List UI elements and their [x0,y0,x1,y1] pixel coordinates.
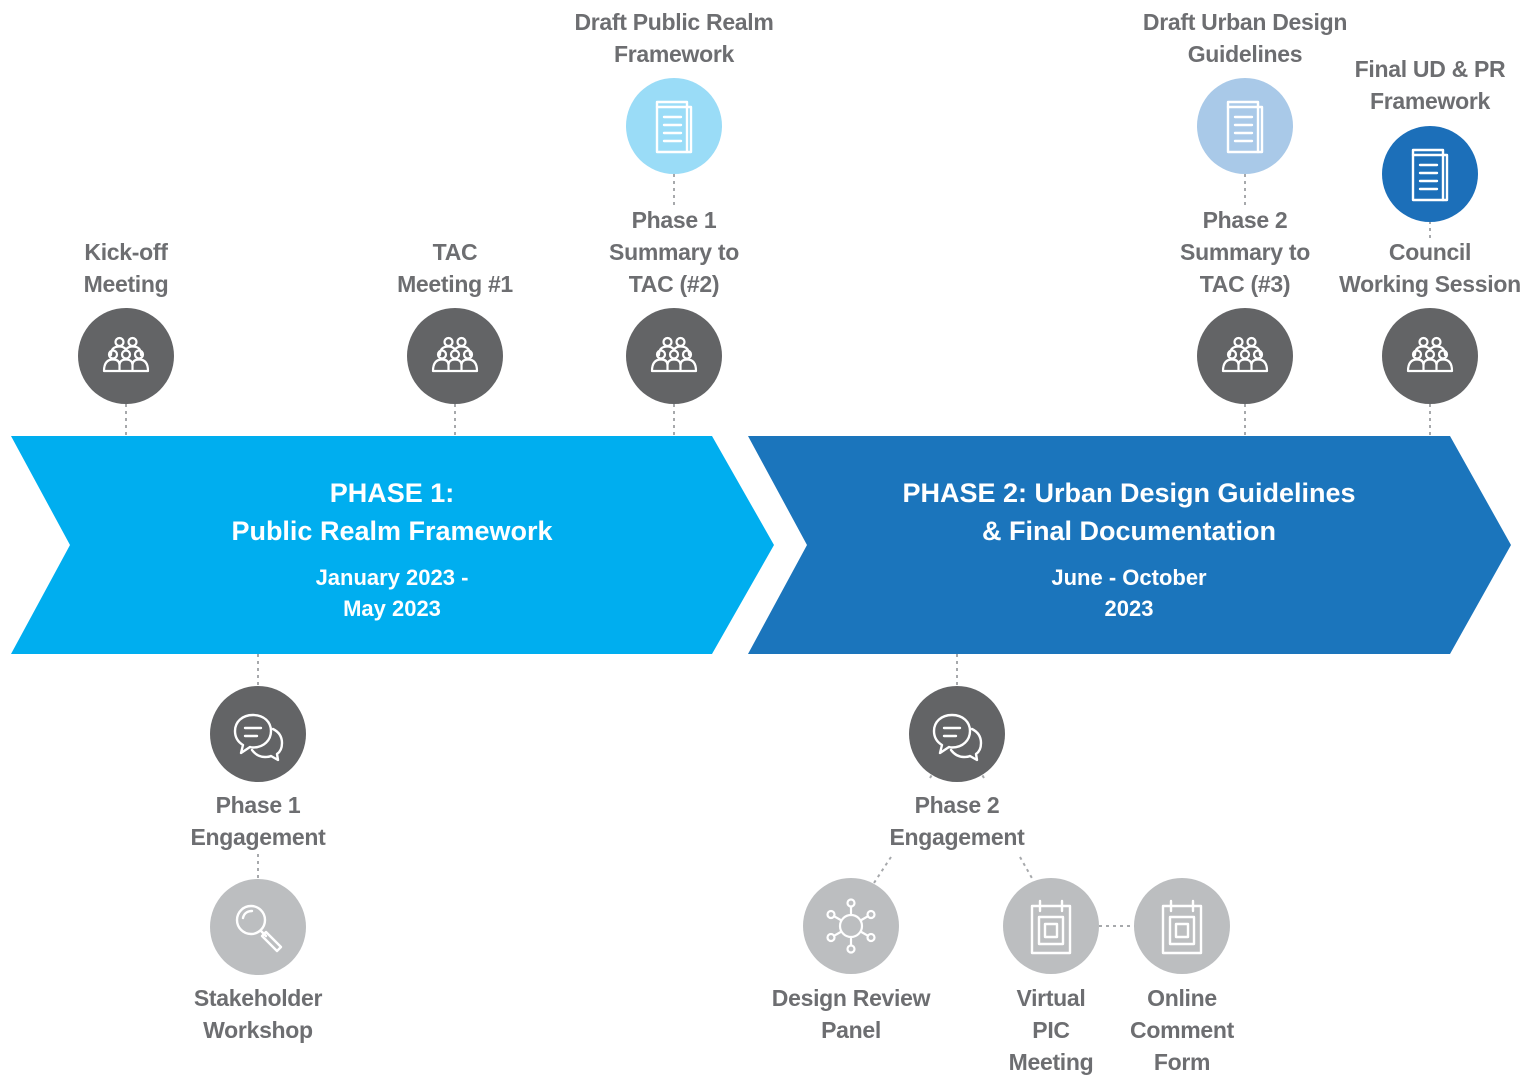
label-eng2: Phase 2 Engagement [889,792,1025,850]
milestone-tac2 [626,308,722,404]
label-drp: Design Review Panel [771,985,931,1043]
phase-1-arrow [11,436,774,654]
activity-pic [1003,878,1099,974]
milestone-tac3 [1197,308,1293,404]
deliverable-final [1382,126,1478,222]
deliverable-draft-pr [626,78,722,174]
activity-comment [1134,878,1230,974]
connector-drp [871,856,892,887]
phase-1-title: PHASE 1: Public Realm Framework [231,478,553,546]
label-tac1: TAC Meeting #1 [397,239,513,297]
deliverable-draft-udg [1197,78,1293,174]
engagement-phase2 [909,686,1005,782]
label-tac3: Phase 2 Summary to TAC (#3) [1180,207,1310,297]
milestone-kickoff [78,308,174,404]
label-council: Council Working Session [1339,239,1521,297]
label-draft-pr: Draft Public Realm Framework [574,9,774,67]
engagement-phase1 [210,686,306,782]
milestone-tac1 [407,308,503,404]
activity-drp [803,878,899,974]
connector-pic [1019,856,1034,881]
label-tac2: Phase 1 Summary to TAC (#2) [609,207,739,297]
activity-stakeholder [210,879,306,975]
label-kickoff: Kick-off Meeting [83,239,169,297]
phase-2-title: PHASE 2: Urban Design Guidelines & Final… [902,478,1356,546]
phase-2-date: June - October 2023 [1051,565,1207,621]
label-draft-udg: Draft Urban Design Guidelines [1142,9,1348,67]
milestone-council [1382,308,1478,404]
label-pic: Virtual PIC Meeting [1008,985,1094,1075]
phase-2-arrow [748,436,1511,654]
phase-1-text: PHASE 1: Public Realm Framework January … [231,474,552,624]
phase-2-text: PHASE 2: Urban Design Guidelines & Final… [902,474,1355,624]
label-eng1: Phase 1 Engagement [190,792,326,850]
label-comment: Online Comment Form [1130,985,1234,1075]
label-final: Final UD & PR Framework [1354,56,1506,114]
label-stakeholder: Stakeholder Workshop [193,985,323,1043]
phase-1-date: January 2023 - May 2023 [315,565,469,621]
